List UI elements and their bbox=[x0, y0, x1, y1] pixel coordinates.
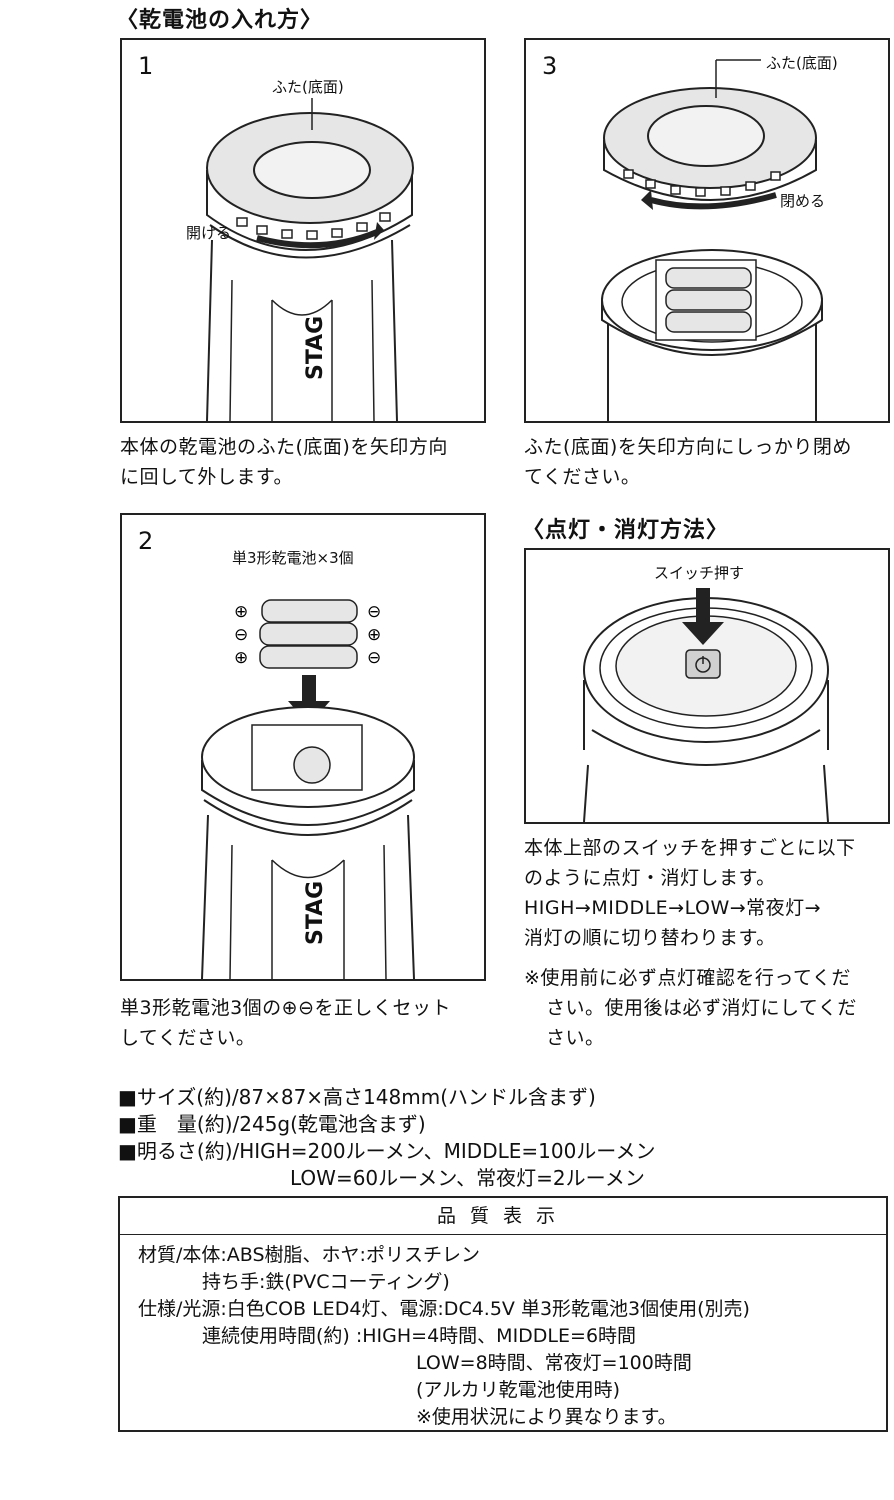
switch-illustration: スイッチ押す bbox=[524, 548, 890, 824]
quality-line: 材質/本体:ABS樹脂、ホヤ:ポリスチレン bbox=[138, 1244, 480, 1266]
quality-line: LOW=8時間、常夜灯=100時間 bbox=[416, 1352, 692, 1374]
quality-line: (アルカリ乾電池使用時) bbox=[416, 1379, 621, 1401]
spec-brightness-cont: LOW=60ルーメン、常夜灯=2ルーメン bbox=[290, 1166, 645, 1190]
brand-logo: STAG bbox=[303, 316, 328, 380]
lantern-lid-open-drawing: STAG bbox=[206, 98, 414, 421]
lighting-section-title: 〈点灯・消灯方法〉 bbox=[522, 518, 730, 543]
step2-illustration: ⊕ ⊖ ⊕ ⊖ ⊕ ⊖ STAG 2 単3形乾電池×3個 bbox=[120, 513, 486, 981]
quality-label-table: 品質表示 材質/本体:ABS樹脂、ホヤ:ポリスチレン 持ち手:鉄(PVCコーティ… bbox=[118, 1196, 888, 1432]
spec-brightness: ■明るさ(約)/HIGH=200ルーメン、MIDDLE=100ルーメン bbox=[118, 1139, 656, 1163]
switch-caption: 本体上部のスイッチを押すごとに以下 のように点灯・消灯します。 HIGH→MID… bbox=[524, 837, 856, 949]
step1-number: 1 bbox=[138, 52, 154, 80]
step1-illustration: STAG 1 ふた(底面) 開ける bbox=[120, 38, 486, 423]
step2-battery-label: 単3形乾電池×3個 bbox=[232, 549, 354, 567]
quality-line: 持ち手:鉄(PVCコーティング) bbox=[202, 1271, 450, 1293]
step3-number: 3 bbox=[542, 52, 558, 80]
minus-symbol: ⊖ bbox=[367, 602, 381, 622]
lantern-lid-close-drawing bbox=[601, 59, 823, 421]
step3-close-label: 閉める bbox=[780, 192, 826, 210]
quality-line: 仕様/光源:白色COB LED4灯、電源:DC4.5V 単3形乾電池3個使用(別… bbox=[138, 1298, 750, 1320]
quality-line: ※使用状況により異なります。 bbox=[416, 1406, 677, 1428]
plus-symbol: ⊕ bbox=[234, 648, 248, 668]
step3-illustration: 3 ふた(底面) 閉める bbox=[524, 38, 890, 423]
step1-lid-label: ふた(底面) bbox=[272, 78, 344, 96]
lantern-top-switch-drawing bbox=[583, 588, 829, 822]
usage-note: ※使用前に必ず点灯確認を行ってくだ さい。使用後は必ず消灯にしてくだ さい。 bbox=[524, 967, 857, 1049]
step2-caption: 単3形乾電池3個の⊕⊖を正しくセット してください。 bbox=[120, 997, 452, 1049]
plus-symbol: ⊕ bbox=[234, 602, 248, 622]
step3-lid-label: ふた(底面) bbox=[766, 54, 838, 72]
minus-symbol: ⊖ bbox=[367, 648, 381, 668]
quality-line: 連続使用時間(約) :HIGH=4時間、MIDDLE=6時間 bbox=[202, 1325, 637, 1347]
step3-caption: ふた(底面)を矢印方向にしっかり閉め てください。 bbox=[524, 436, 852, 488]
minus-symbol: ⊖ bbox=[234, 625, 248, 645]
step1-caption: 本体の乾電池のふた(底面)を矢印方向 に回して外します。 bbox=[120, 436, 448, 488]
battery-insert-drawing: ⊕ ⊖ ⊕ ⊖ ⊕ ⊖ STAG bbox=[201, 599, 415, 979]
spec-weight: ■重 量(約)/245g(乾電池含まず) bbox=[118, 1112, 426, 1136]
battery-section-title: 〈乾電池の入れ方〉 bbox=[116, 8, 324, 33]
brand-logo: STAG bbox=[303, 881, 328, 945]
step1-open-label: 開ける bbox=[186, 224, 232, 242]
plus-symbol: ⊕ bbox=[367, 625, 381, 645]
quality-table-header: 品質表示 bbox=[120, 1198, 886, 1235]
step2-number: 2 bbox=[138, 527, 154, 555]
spec-size: ■サイズ(約)/87×87×高さ148mm(ハンドル含まず) bbox=[118, 1085, 596, 1109]
press-switch-label: スイッチ押す bbox=[654, 564, 745, 582]
